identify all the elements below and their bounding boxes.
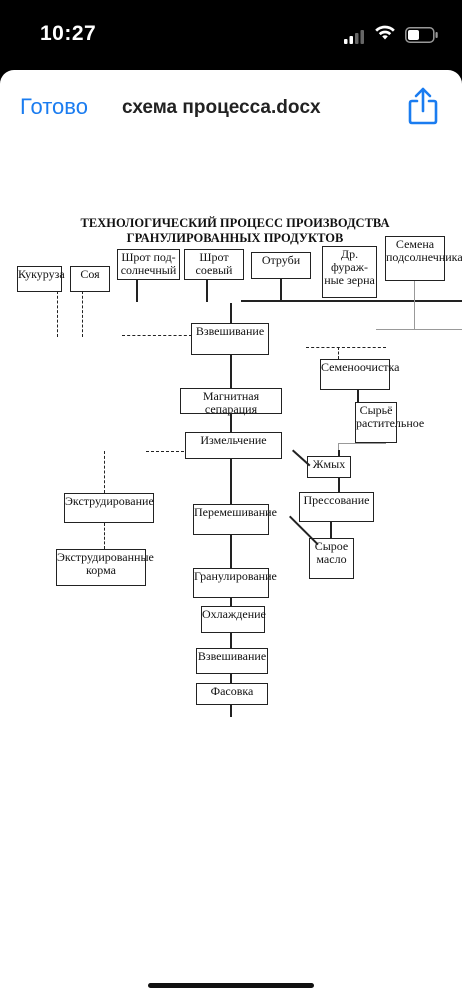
side-seed-cleaning: Семеноочистка <box>320 359 400 390</box>
share-icon[interactable] <box>406 86 440 126</box>
connector <box>338 443 339 450</box>
document-viewer: Готово схема процесса.docx ТЕХНОЛОГИЧЕСК… <box>0 70 462 1000</box>
side-extruded-feed: Экструдированные корма <box>56 549 154 586</box>
diagram-title-line1: ТЕХНОЛОГИЧЕСКИЙ ПРОЦЕСС ПРОИЗВОДСТВА <box>80 216 390 230</box>
input-box-sunflower-meal: Шрот под-солнечный <box>117 249 180 280</box>
side-pressing: Прессование <box>299 492 374 522</box>
step-cooling: Охлаждение <box>201 606 266 633</box>
dashed-connector <box>82 291 83 337</box>
connector <box>376 329 462 330</box>
connector <box>330 522 332 538</box>
connector <box>338 443 386 444</box>
connector <box>230 674 232 683</box>
battery-icon <box>405 27 438 43</box>
connector <box>230 535 232 568</box>
side-raw-oil: Сырое масло <box>309 538 354 579</box>
step-packing: Фасовка <box>196 683 268 705</box>
step-mixing: Перемешивание <box>193 504 277 535</box>
document-filename: схема процесса.docx <box>122 97 321 118</box>
dashed-connector <box>122 335 192 336</box>
connector <box>206 280 208 302</box>
connector <box>136 280 138 302</box>
input-box-soy-meal: Шрот соевый <box>184 249 244 280</box>
input-box-bran: Отруби <box>251 252 311 279</box>
side-raw-plant-oil: Сырьё растительное <box>355 402 424 443</box>
dashed-connector <box>146 451 184 452</box>
connector <box>230 303 232 323</box>
connector <box>230 705 232 717</box>
home-indicator <box>148 983 314 988</box>
input-box-soy: Соя <box>70 266 110 292</box>
connector <box>230 633 232 648</box>
dashed-connector <box>338 347 339 359</box>
wifi-icon <box>375 25 395 40</box>
connector <box>230 598 232 606</box>
connector <box>280 279 282 301</box>
connector <box>230 414 232 432</box>
done-button[interactable]: Готово <box>20 94 88 119</box>
connector <box>230 355 232 388</box>
connector <box>414 281 415 330</box>
dashed-connector <box>57 291 58 337</box>
process-diagram: ТЕХНОЛОГИЧЕСКИЙ ПРОЦЕСС ПРОИЗВОДСТВА ГРА… <box>0 70 462 1000</box>
status-time: 10:27 <box>40 22 97 45</box>
side-extrusion: Экструдирование <box>64 493 154 523</box>
input-box-grain: Др. фураж-ные зерна <box>322 246 377 298</box>
side-cake: Жмых <box>307 456 351 478</box>
step-granulating: Гранулирование <box>193 568 277 598</box>
step-grinding: Измельчение <box>185 432 282 459</box>
step-magnetic-separation: Магнитная сепарация <box>180 388 282 416</box>
connector <box>230 459 232 504</box>
step-weighing-2: Взвешивание <box>196 648 268 674</box>
input-box-corn: Кукуруза <box>17 266 65 292</box>
connector <box>357 390 359 402</box>
signal-icon <box>344 30 364 44</box>
status-bar: 10:27 <box>0 0 462 70</box>
connector <box>241 300 462 302</box>
dashed-connector <box>306 347 386 348</box>
step-weighing-1: Взвешивание <box>191 323 269 355</box>
diagram-title-line2: ГРАНУЛИРОВАННЫХ ПРОДУКТОВ <box>126 231 344 245</box>
dashed-connector <box>104 451 105 493</box>
dashed-connector <box>104 523 105 549</box>
input-box-sunflower-seeds: Семена подсолнечника <box>385 236 462 281</box>
